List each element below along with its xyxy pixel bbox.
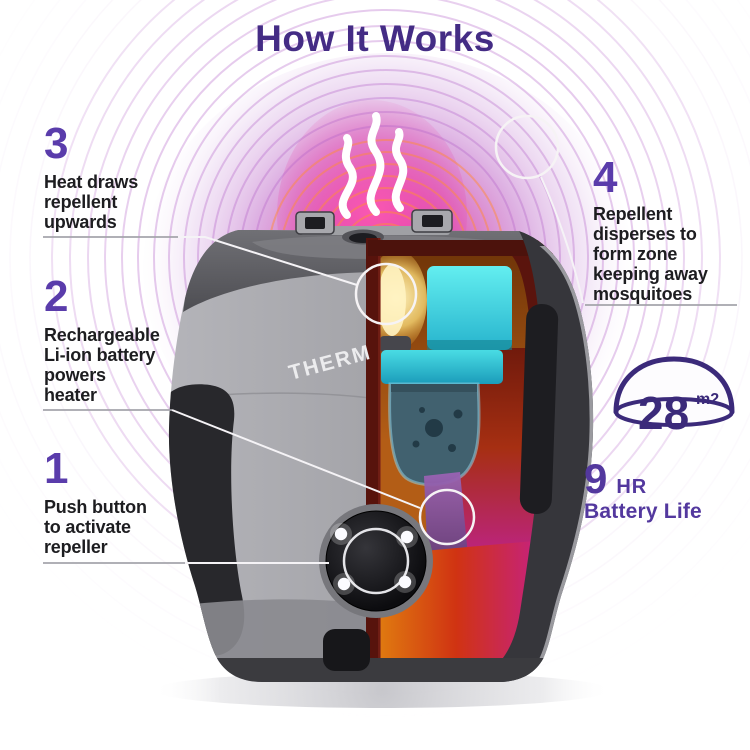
bottom-port	[323, 629, 370, 671]
step-3-number: 3	[44, 119, 69, 168]
callout-circle-zone	[494, 114, 560, 180]
battery-value: 9	[584, 455, 608, 502]
callout-circle-battery	[418, 488, 476, 546]
page-title: How It Works	[255, 18, 495, 59]
right-shell	[468, 231, 594, 682]
step-2-number: 2	[44, 272, 69, 321]
step-3-label: 3 Heat draws repellent upwards	[44, 119, 139, 233]
step-2-text: Rechargeable Li-ion battery powers heate…	[44, 325, 160, 405]
step-4-label: 4 Repellent disperses to form zone keepi…	[593, 153, 743, 305]
coverage-badge: 28 m2	[604, 348, 744, 440]
coverage-unit: m2	[696, 391, 719, 408]
step-3-text: Heat draws repellent upwards	[44, 172, 139, 232]
repellent-cartridge	[388, 382, 481, 487]
step-1-number: 1	[44, 444, 69, 493]
callout-circle-heater	[354, 262, 418, 326]
coverage-dome-icon: 28 m2	[613, 356, 735, 439]
step-4-number: 4	[593, 153, 618, 202]
step-1-label: 1 Push button to activate repeller	[44, 444, 147, 558]
heat-waves-icon	[338, 112, 408, 219]
step-2-label: 2 Rechargeable Li-ion battery powers hea…	[44, 272, 160, 406]
battery-unit: HR	[616, 476, 648, 498]
repellent-mat	[427, 266, 512, 350]
right-grip	[519, 304, 559, 514]
battery-label: Battery Life	[584, 500, 702, 523]
cartridge-cap	[381, 350, 503, 384]
battery-life-badge: 9 HR Battery Life	[584, 458, 702, 524]
step-1-text: Push button to activate repeller	[44, 497, 147, 557]
coverage-value: 28	[638, 387, 689, 439]
activation-button	[319, 504, 433, 618]
callout-connectors	[43, 114, 737, 564]
step-4-text: Repellent disperses to form zone keeping…	[593, 204, 708, 304]
button-leds	[330, 523, 418, 595]
top-clips	[295, 209, 453, 235]
